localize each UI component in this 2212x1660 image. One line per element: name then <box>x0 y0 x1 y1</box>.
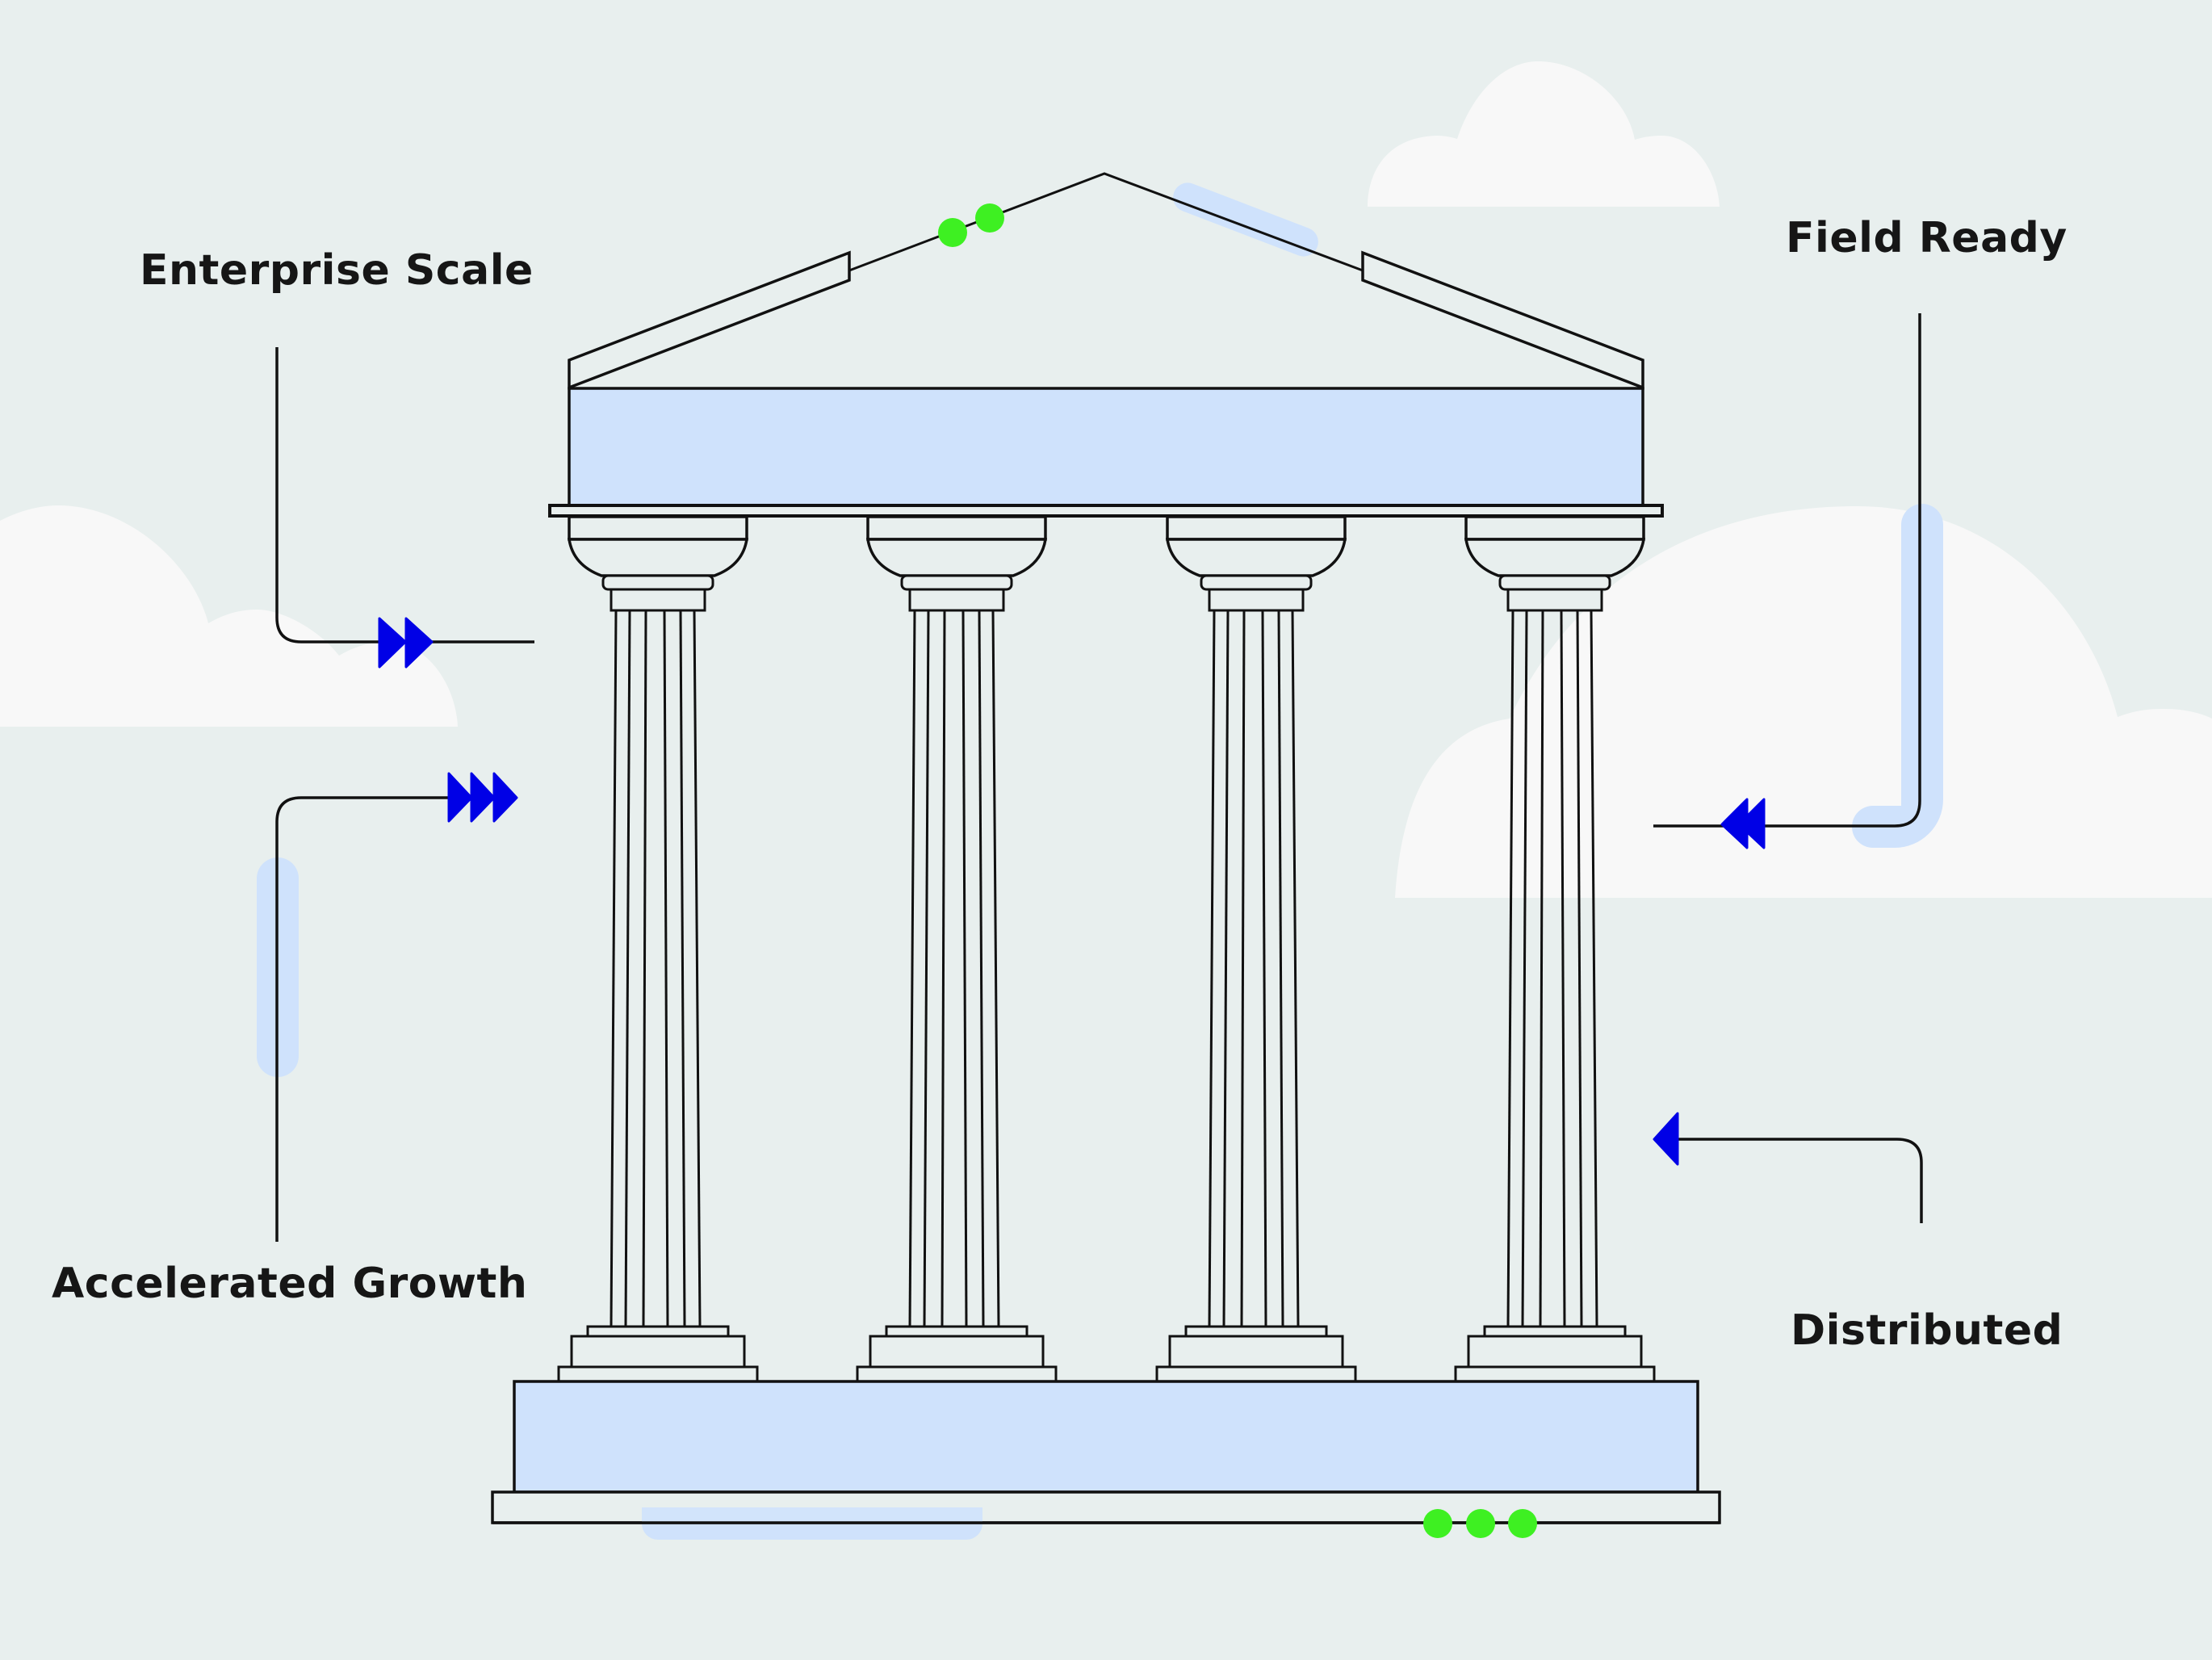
column-flute <box>663 610 669 1327</box>
cloud-shape <box>0 505 458 727</box>
column-flute <box>1291 610 1300 1327</box>
column-abacus <box>1166 515 1347 541</box>
arrow-right-icon <box>492 772 518 823</box>
column-flute <box>693 610 702 1327</box>
arrow-right-icon <box>378 617 407 669</box>
column-plinth-top <box>1483 1325 1627 1338</box>
cloud-shape <box>1368 61 1720 207</box>
column <box>1155 515 1357 1383</box>
column-necking <box>601 574 714 591</box>
column-flute <box>1240 610 1246 1327</box>
connectors <box>275 313 1923 1242</box>
temple-entablature <box>568 387 1644 507</box>
column-collar <box>908 588 1005 612</box>
column-necking <box>1498 574 1611 591</box>
label-accelerated-growth: Accelerated Growth <box>52 1260 528 1308</box>
connector-accelerated-growth <box>275 796 517 1242</box>
column-collar <box>610 588 706 612</box>
column-collar <box>1506 588 1603 612</box>
label-distributed: Distributed <box>1791 1306 2063 1355</box>
column-plinth-bottom <box>856 1365 1058 1383</box>
column-flute <box>991 610 1000 1327</box>
column-flute <box>941 610 946 1327</box>
roof-highlight <box>1173 182 1318 257</box>
column-flute <box>978 610 985 1327</box>
column-necking <box>900 574 1013 591</box>
temple-base-block <box>513 1380 1699 1494</box>
roof-ridge-line <box>848 172 1364 272</box>
base-highlight-overlay <box>642 1507 982 1523</box>
arrow-left-icon <box>1653 1112 1679 1166</box>
column-flute <box>1576 610 1583 1327</box>
cloud-left <box>0 505 458 727</box>
column-plinth-mid <box>570 1335 746 1369</box>
column-plinth-top <box>586 1325 730 1338</box>
roof-left-eave <box>568 250 851 390</box>
column-plinth-bottom <box>1155 1365 1357 1383</box>
column-echinus <box>865 538 1048 577</box>
status-dots <box>938 203 1537 1538</box>
column-plinth-top <box>885 1325 1028 1338</box>
column-flute <box>1277 610 1284 1327</box>
arrow-right-icon <box>470 772 496 823</box>
label-field-ready: Field Ready <box>1786 214 2067 262</box>
column <box>557 515 759 1383</box>
column-abacus <box>1464 515 1645 541</box>
roof-dot <box>975 203 1004 233</box>
arrow-right-icon <box>404 617 434 669</box>
roof-dot <box>938 218 967 247</box>
base-dot <box>1508 1509 1537 1538</box>
column-plinth-bottom <box>1454 1365 1656 1383</box>
column-flute <box>908 610 916 1327</box>
column-flute <box>1261 610 1267 1327</box>
column-plinth-top <box>1184 1325 1328 1338</box>
arrows <box>378 617 1766 1166</box>
column-flute <box>1590 610 1598 1327</box>
column-flute <box>1521 610 1528 1327</box>
column-flute <box>610 610 618 1327</box>
connector-enterprise-scale <box>275 347 534 643</box>
column-plinth-mid <box>1467 1335 1643 1369</box>
label-enterprise-scale: Enterprise Scale <box>140 246 534 295</box>
column-flute <box>1506 610 1514 1327</box>
column-flute <box>1560 610 1566 1327</box>
column-echinus <box>567 538 749 577</box>
column-collar <box>1208 588 1305 612</box>
column-necking <box>1200 574 1313 591</box>
connector-field-ready <box>1653 313 1921 828</box>
column-flute <box>1208 610 1216 1327</box>
column-echinus <box>1165 538 1347 577</box>
arrow-left-icon <box>1737 798 1766 849</box>
column <box>856 515 1058 1383</box>
column-flute <box>961 610 968 1327</box>
column-flute <box>624 610 631 1327</box>
connector-distributed <box>1669 1138 1923 1223</box>
column <box>1454 515 1656 1383</box>
column-abacus <box>866 515 1047 541</box>
base-dot <box>1423 1509 1452 1538</box>
column-plinth-bottom <box>557 1365 759 1383</box>
column-echinus <box>1464 538 1646 577</box>
temple-columns <box>557 515 1656 1383</box>
temple-roof <box>568 172 1644 390</box>
column-flute <box>679 610 686 1327</box>
roof-right-eave <box>1361 250 1644 390</box>
temple-cornice <box>548 504 1664 518</box>
base-dot <box>1466 1509 1495 1538</box>
column-plinth-mid <box>1168 1335 1344 1369</box>
column-flute <box>642 610 647 1327</box>
column-flute <box>1222 610 1230 1327</box>
cloud-top-right <box>1368 61 1720 207</box>
column-flute <box>1539 610 1544 1327</box>
column-plinth-mid <box>869 1335 1045 1369</box>
column-flute <box>923 610 930 1327</box>
arrow-right-icon <box>447 772 473 823</box>
column-abacus <box>568 515 748 541</box>
